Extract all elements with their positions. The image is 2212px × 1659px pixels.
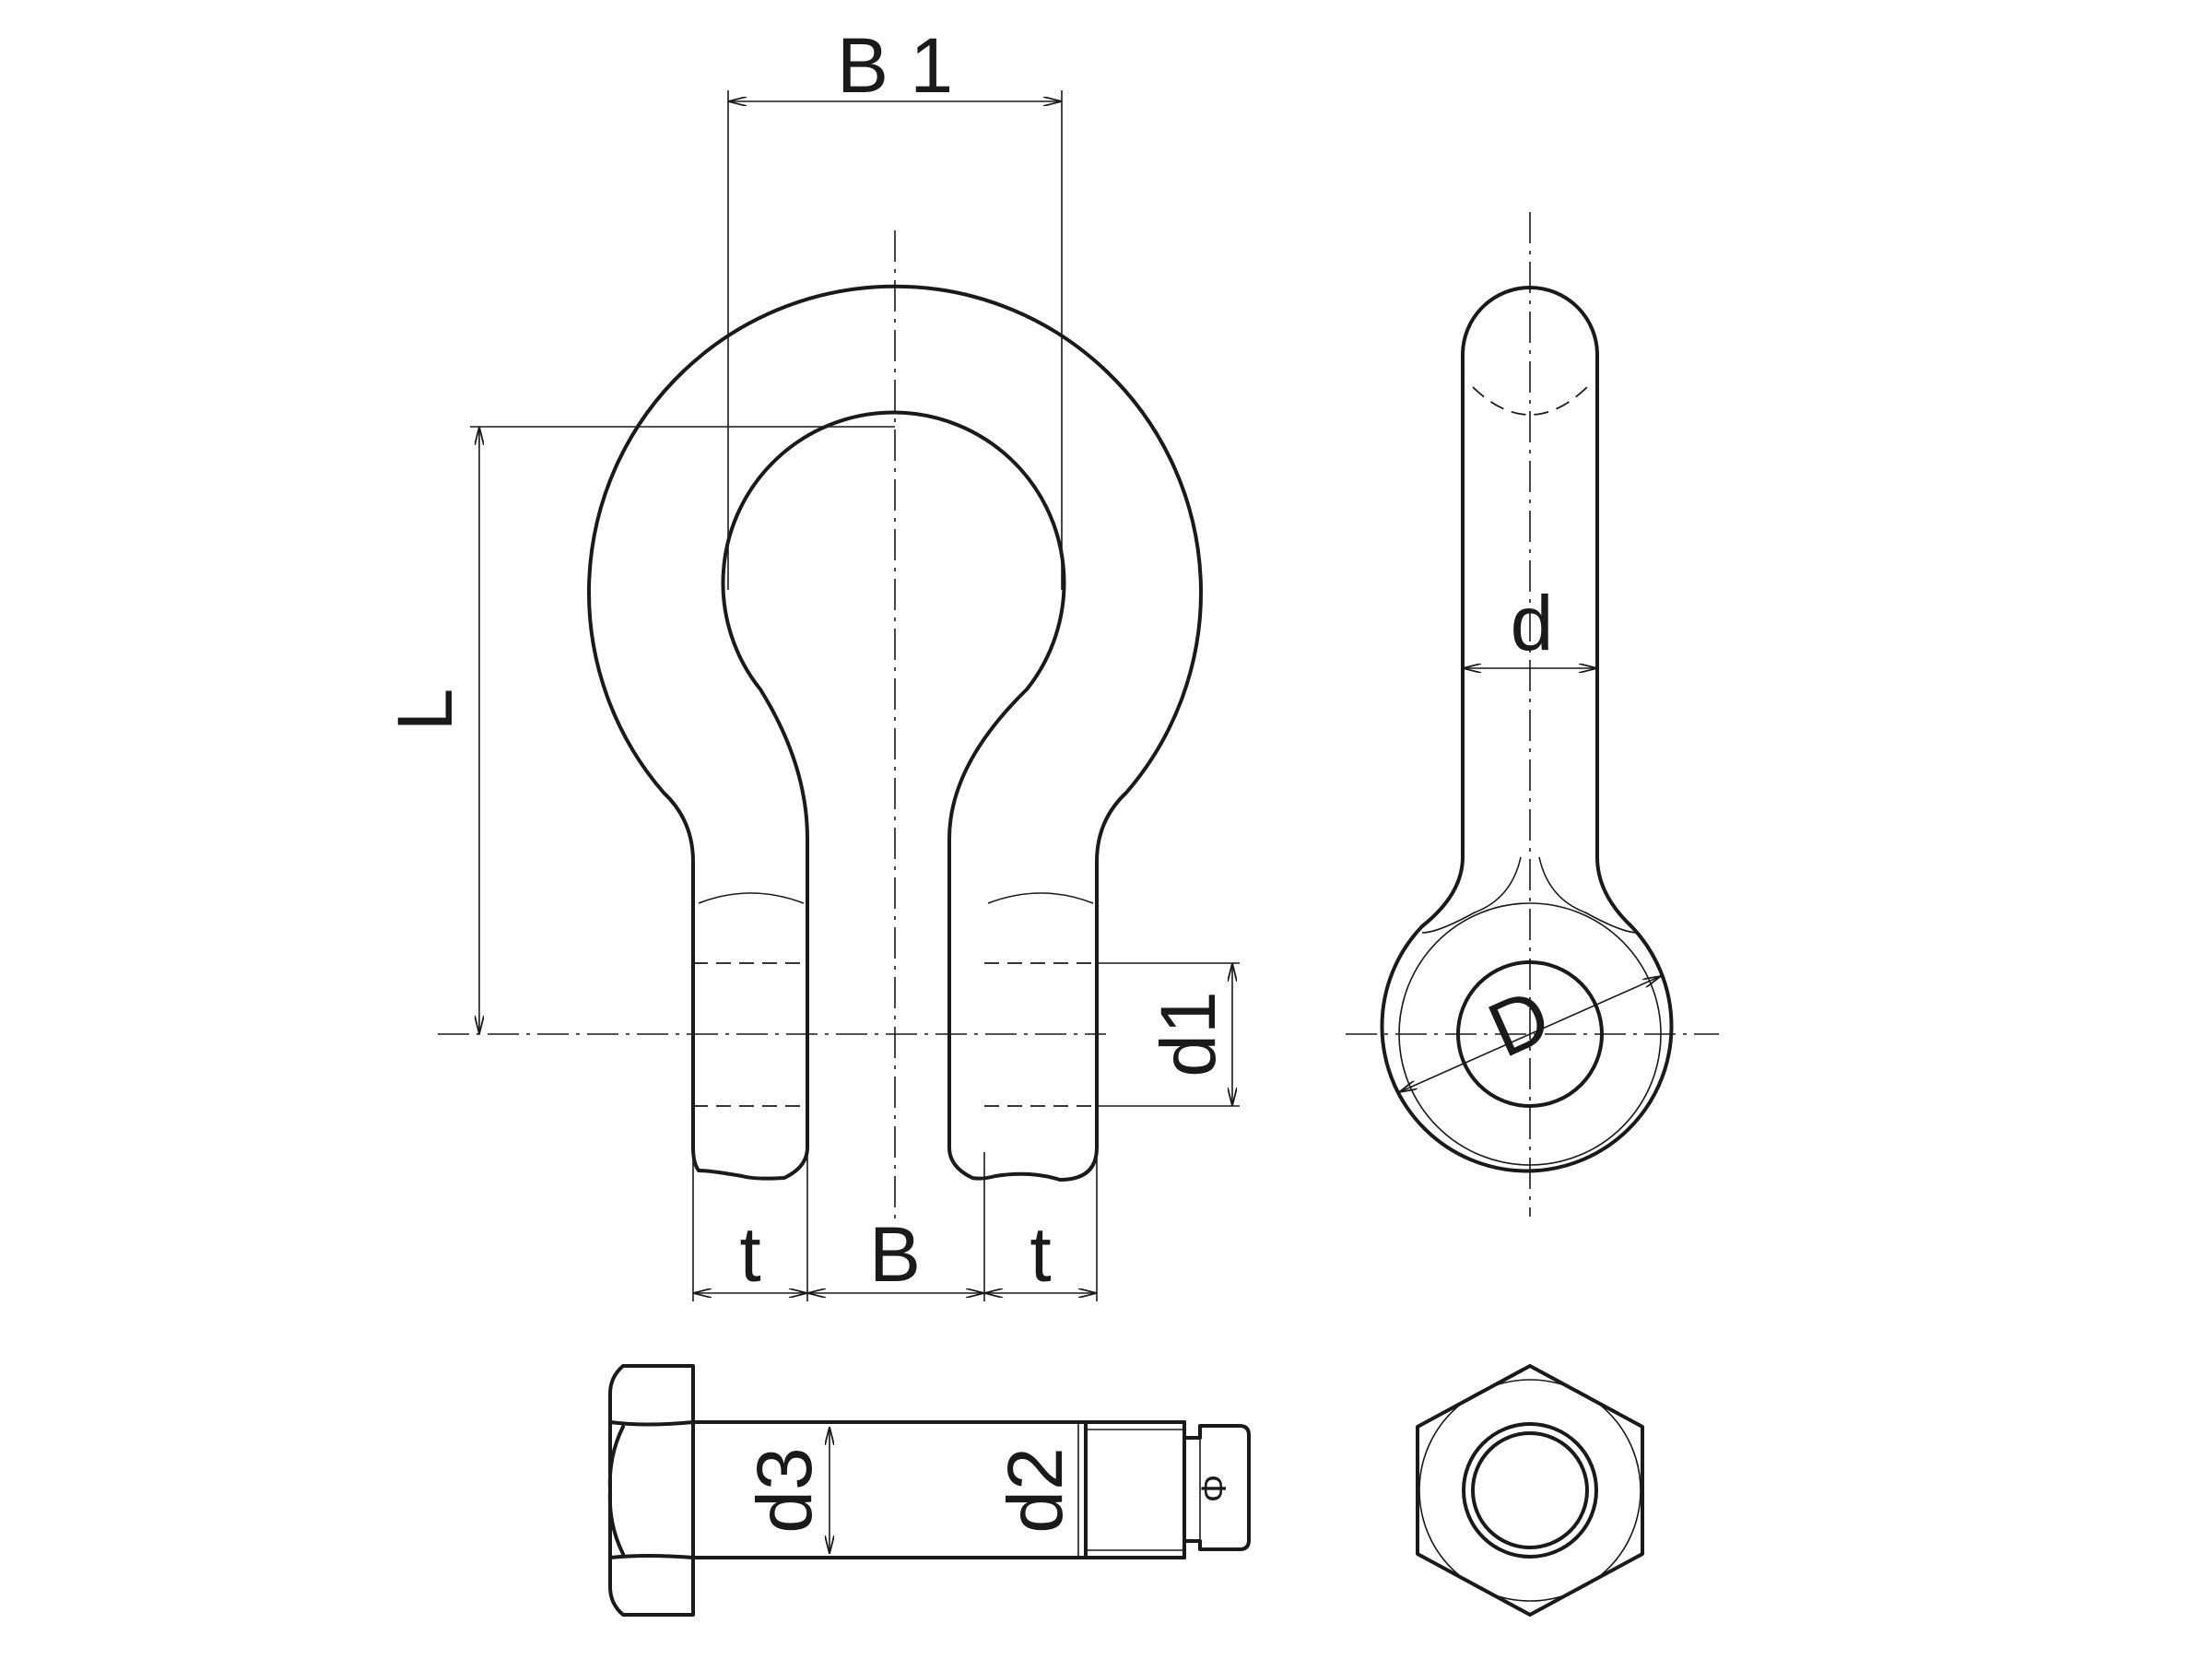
bolt-head-facet-mid-top [607, 1425, 625, 1492]
side-right-fillet [1538, 856, 1639, 934]
bolt-tip [1182, 1424, 1251, 1551]
b-label: B [869, 1211, 921, 1298]
d1-label: d1 [1145, 991, 1231, 1077]
d-cap-dim-line [1399, 976, 1661, 1092]
bolt-head-facet-top [608, 1420, 695, 1427]
b1-label: B 1 [837, 22, 953, 109]
bolt-head-facet-bottom [608, 1554, 695, 1559]
side-view: d D [1346, 212, 1719, 1217]
side-left-fillet [1421, 856, 1522, 934]
front-view: B 1 L d1 t B t [382, 22, 1240, 1301]
d3-label: d3 [741, 1447, 828, 1533]
nut-inner-bore [1471, 1431, 1589, 1549]
bolt-hex-head [608, 1364, 695, 1617]
t-left-label: t [739, 1211, 760, 1298]
d-cap-label: D [1476, 971, 1562, 1074]
d2-label: d2 [992, 1447, 1078, 1533]
l-label: L [382, 688, 468, 732]
d-label: d [1511, 580, 1554, 666]
bolt-view: Φ d3 d2 [607, 1364, 1251, 1617]
shackle-outer-contour [587, 284, 1203, 1182]
left-leg-arc [698, 892, 805, 904]
bolt-head-facet-mid-bottom [607, 1488, 625, 1556]
pin-hole-symbol: Φ [1195, 1475, 1234, 1502]
bolt-thread [1084, 1420, 1186, 1559]
right-leg-arc [987, 892, 1094, 904]
nut-view [1416, 1364, 1644, 1617]
nut-outer-bore [1462, 1422, 1598, 1559]
t-right-label: t [1030, 1211, 1051, 1298]
nut-chamfer-circle [1418, 1379, 1641, 1602]
nut-hexagon [1416, 1364, 1644, 1617]
